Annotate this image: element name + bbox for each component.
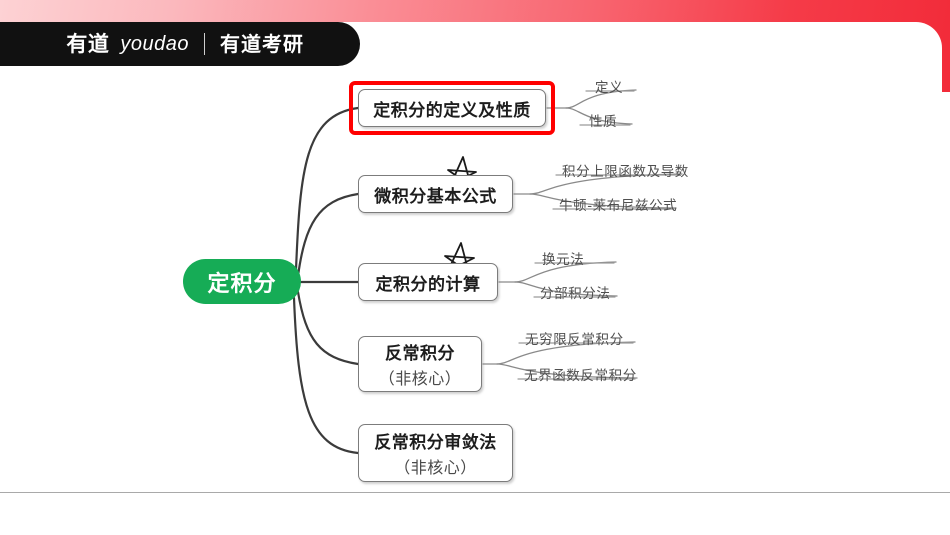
branch-5-subtitle: （非核心）	[394, 458, 477, 477]
brand-logo-divider	[204, 33, 205, 55]
footer-divider	[0, 492, 950, 493]
leaf-branch-1-2[interactable]: 性质	[589, 114, 618, 130]
branch-3-title: 定积分的计算	[375, 274, 481, 295]
brand-logo-inner: 有道 youdao 有道考研	[66, 22, 304, 66]
mindmap-branch-node-5[interactable]: 反常积分审敛法 （非核心）	[358, 424, 513, 482]
mindmap-branch-node-4[interactable]: 反常积分 （非核心）	[358, 336, 482, 392]
leaf-branch-4-1[interactable]: 无穷限反常积分	[525, 332, 624, 348]
mindmap-root-label: 定积分	[207, 271, 277, 297]
mindmap-branch-node-3[interactable]: 定积分的计算	[358, 263, 498, 301]
branch-4-title: 反常积分	[385, 344, 455, 364]
leaf-branch-2-1[interactable]: 积分上限函数及导数	[562, 164, 689, 180]
branch-2-title: 微积分基本公式	[374, 186, 497, 207]
brand-logo-badge: 有道 youdao 有道考研	[0, 22, 360, 66]
mindmap-root-node[interactable]: 定积分	[183, 259, 301, 304]
leaf-branch-3-1[interactable]: 换元法	[542, 252, 585, 268]
brand-logo-cn: 有道	[66, 31, 110, 56]
brand-logo-en: youdao	[120, 33, 189, 55]
highlight-rectangle-branch-1	[349, 81, 555, 135]
leaf-branch-2-2[interactable]: 牛顿-莱布尼兹公式	[559, 198, 678, 214]
mindmap-branch-node-2[interactable]: 微积分基本公式	[358, 175, 513, 213]
branch-5-title: 反常积分审敛法	[374, 433, 497, 453]
mindmap-branch-node-1[interactable]: 定积分的定义及性质	[358, 89, 546, 127]
leaf-branch-3-2[interactable]: 分部积分法	[540, 286, 611, 302]
branch-1-title: 定积分的定义及性质	[373, 100, 531, 121]
brand-logo-subtitle: 有道考研	[220, 32, 304, 56]
branch-4-subtitle: （非核心）	[378, 369, 462, 388]
leaf-branch-4-2[interactable]: 无界函数反常积分	[524, 368, 637, 384]
leaf-branch-1-1[interactable]: 定义	[595, 80, 624, 96]
